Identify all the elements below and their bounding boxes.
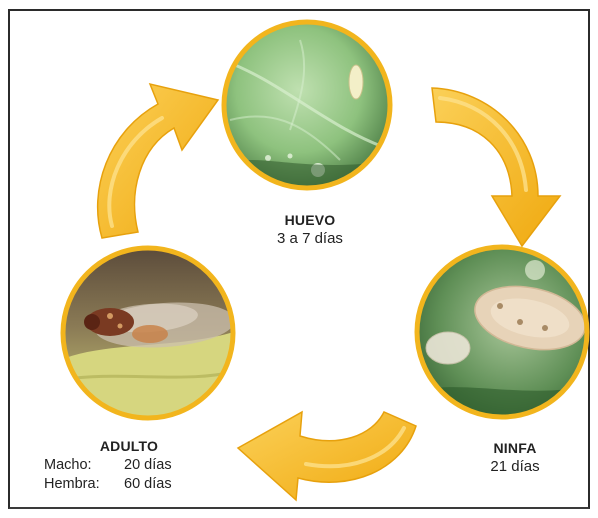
cycle-arrow-nymph-to-adult [238, 412, 416, 500]
nymph-stage-duration: 21 días [460, 458, 570, 475]
egg-label: HUEVO 3 a 7 días [250, 212, 370, 247]
nymph-label: NINFA 21 días [460, 440, 570, 475]
cycle-arrow-egg-to-nymph [432, 88, 560, 246]
egg-stage-duration: 3 a 7 días [250, 230, 370, 247]
adult-male-value: 20 días [124, 457, 172, 473]
nymph-stage-name: NINFA [460, 440, 570, 456]
egg-photo [220, 20, 395, 195]
adult-female-row: Hembra:60 días [44, 475, 214, 494]
adult-stage-name: ADULTO [44, 438, 214, 454]
adult-male-key: Macho: [44, 456, 124, 475]
adult-female-value: 60 días [124, 476, 172, 492]
adult-male-row: Macho:20 días [44, 456, 214, 475]
adult-label: ADULTO Macho:20 días Hembra:60 días [44, 438, 214, 494]
adult-female-key: Hembra: [44, 475, 124, 494]
egg-stage-name: HUEVO [250, 212, 370, 228]
cycle-arrow-adult-to-egg [98, 84, 218, 238]
nymph-photo [415, 245, 591, 420]
adult-photo [60, 245, 240, 425]
